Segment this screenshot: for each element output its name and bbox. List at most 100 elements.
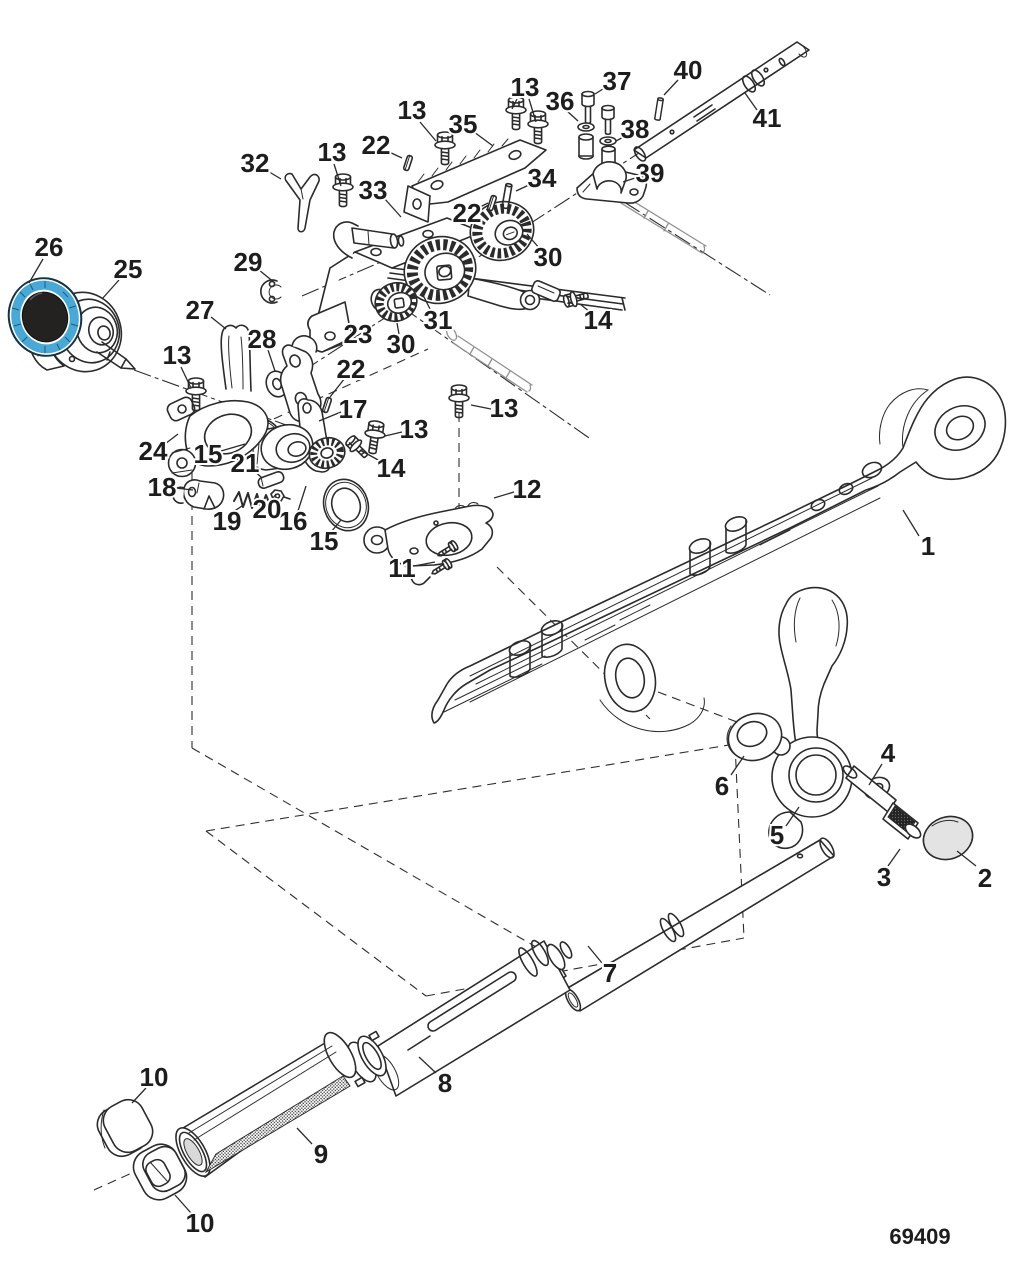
callout-label-15: 15 — [310, 526, 339, 556]
leader-line-29 — [258, 269, 276, 284]
leader-line-13 — [333, 163, 342, 187]
leader-line-6 — [730, 755, 745, 776]
leader-line-14 — [579, 303, 591, 313]
callout-label-16: 16 — [279, 506, 308, 536]
leader-line-25 — [101, 279, 120, 300]
part-39-clamp-block — [576, 161, 648, 204]
leader-line-33 — [383, 197, 402, 218]
callout-label-25: 25 — [114, 254, 143, 284]
part-26-highlighted-seal — [7, 277, 83, 357]
callout-label-36: 36 — [546, 86, 575, 116]
leader-line-15 — [330, 519, 342, 533]
leader-line-16 — [297, 485, 307, 512]
leader-line-39 — [622, 176, 639, 183]
part-35-bracket-plate — [403, 138, 547, 223]
part-2-end-cap — [922, 815, 974, 861]
leader-line-35 — [473, 131, 494, 147]
callout-label-12: 12 — [513, 474, 542, 504]
callout-label-2: 2 — [978, 863, 992, 893]
part-37-screw — [581, 90, 595, 124]
leader-line-13 — [180, 366, 192, 389]
part-30-spur-gear-lower — [370, 281, 418, 323]
leader-line-36 — [566, 110, 579, 122]
leader-line-20 — [270, 493, 277, 502]
part-6-bushing — [726, 712, 783, 762]
callout-label-41: 41 — [753, 103, 782, 133]
callout-label-1: 1 — [921, 531, 935, 561]
part-16-throttle-cam — [246, 398, 346, 473]
callout-label-19: 19 — [213, 506, 242, 536]
part-14-bolt-b — [342, 432, 373, 463]
callout-label-13: 13 — [490, 393, 519, 423]
part-40-pin — [653, 96, 665, 122]
part-13-bolt-4 — [332, 173, 354, 208]
part-24-throttle-bracket — [166, 396, 269, 478]
callout-label-30: 30 — [387, 329, 416, 359]
part-18-detent-clamp — [172, 479, 225, 510]
leader-line-21 — [251, 468, 262, 478]
part-22-pin-c — [321, 396, 333, 414]
leader-line-7 — [587, 945, 603, 964]
leader-line-4 — [868, 763, 883, 786]
leader-line-40 — [663, 79, 679, 96]
part-37b-screw — [601, 104, 615, 135]
part-32-lock-fork — [284, 172, 320, 233]
callout-label-26: 26 — [35, 232, 64, 262]
leader-line-28 — [267, 349, 276, 372]
part-36-washer-spacer — [577, 122, 595, 160]
callout-label-23: 23 — [344, 319, 373, 349]
callout-label-30: 30 — [534, 242, 563, 272]
leader-line-31 — [421, 292, 432, 312]
leader-line-23 — [323, 339, 348, 352]
leader-line-8 — [418, 1056, 437, 1074]
callout-label-4: 4 — [881, 738, 896, 768]
callout-label-18: 18 — [148, 472, 177, 502]
leader-line-22 — [386, 150, 403, 159]
callout-label-13: 13 — [400, 414, 429, 444]
callout-label-40: 40 — [674, 55, 703, 85]
callout-label-9: 9 — [314, 1139, 328, 1169]
leader-line-38 — [615, 134, 628, 142]
callout-label-15: 15 — [194, 439, 223, 469]
callout-label-10: 10 — [186, 1208, 215, 1238]
part-13-bolt-6 — [361, 419, 388, 456]
leader-line-13 — [470, 404, 492, 410]
callout-label-13: 13 — [318, 137, 347, 167]
part-5-steering-lever — [768, 586, 853, 850]
part-15-seal-ring-right — [322, 478, 370, 532]
callout-label-10: 10 — [140, 1062, 169, 1092]
callout-label-8: 8 — [438, 1068, 452, 1098]
leader-line-3 — [887, 848, 901, 867]
part-12-shift-bracket — [363, 502, 494, 586]
callout-label-17: 17 — [339, 394, 368, 424]
part-29-e-clip — [260, 279, 282, 304]
leader-line-30 — [396, 322, 400, 335]
part-33-bracket-weldment — [307, 217, 626, 353]
callout-label-22: 22 — [453, 198, 482, 228]
leader-line-13 — [528, 98, 537, 123]
leader-line-9 — [296, 1127, 313, 1145]
leader-line-30 — [526, 233, 541, 250]
callout-label-13: 13 — [163, 340, 192, 370]
part-20-adjust-nut — [270, 489, 291, 502]
leader-line-15 — [220, 443, 246, 452]
part-3-pivot-pin — [842, 765, 922, 840]
callout-label-21: 21 — [231, 448, 260, 478]
callout-label-13: 13 — [398, 95, 427, 125]
callout-label-11: 11 — [388, 553, 416, 583]
part-8-grip-tube — [347, 939, 573, 1097]
leader-line-5 — [785, 806, 800, 827]
part-31-gear-with-arm — [403, 235, 541, 311]
callout-label-14: 14 — [584, 305, 613, 335]
callout-label-22: 22 — [362, 130, 391, 160]
leader-line-10 — [174, 1194, 192, 1214]
callout-label-28: 28 — [248, 324, 277, 354]
part-13-bolt-7 — [448, 384, 470, 419]
leader-line-11 — [413, 561, 436, 567]
callout-label-33: 33 — [359, 175, 388, 205]
part-8-collar-ring — [347, 1030, 387, 1088]
ghost-shaft-segments — [446, 183, 707, 393]
leader-line-13 — [419, 121, 437, 142]
